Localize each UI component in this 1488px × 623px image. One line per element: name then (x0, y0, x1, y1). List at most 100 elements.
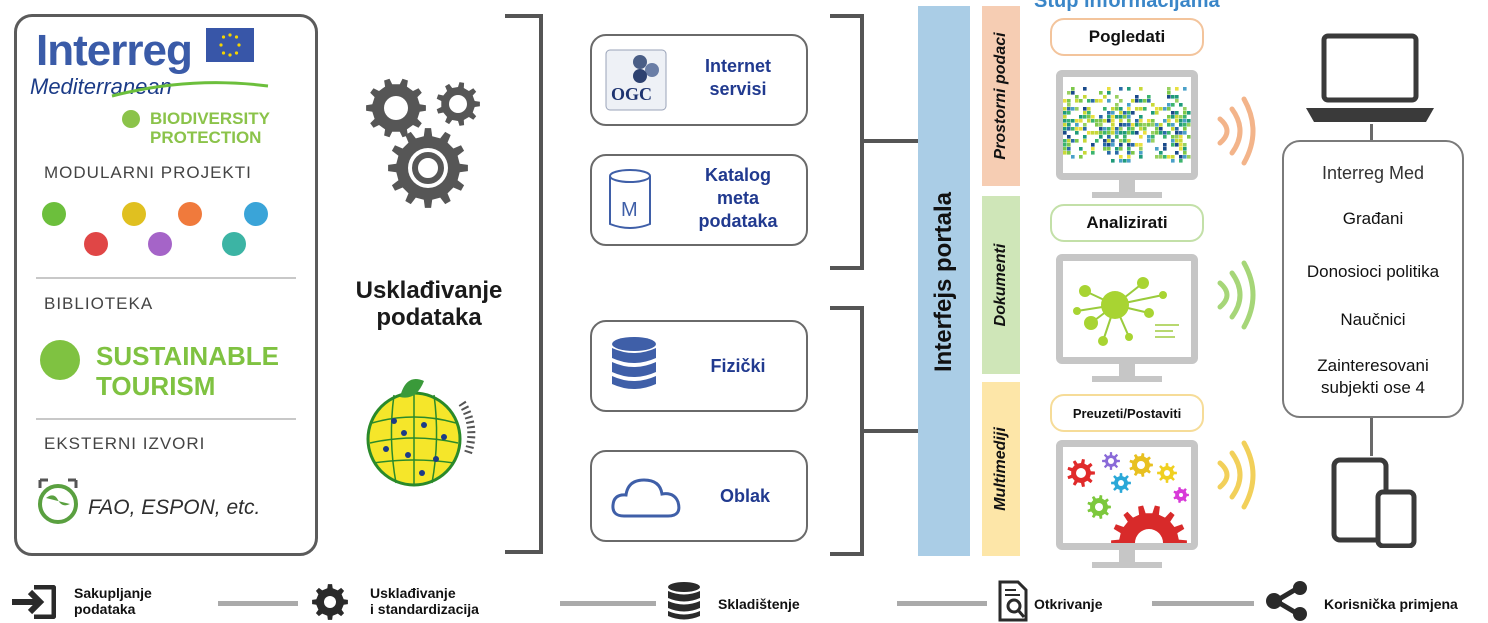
pixel (1123, 123, 1127, 127)
pixel (1175, 127, 1179, 131)
analyze-button[interactable]: Analizirati (1050, 204, 1204, 242)
document-network-image (1073, 277, 1179, 346)
pixel (1179, 159, 1183, 163)
gear-icon (312, 584, 348, 620)
pixel (1139, 99, 1143, 103)
pixel (1127, 143, 1131, 147)
document-search-icon (998, 580, 1028, 622)
database-icon (612, 337, 656, 389)
pixel (1163, 143, 1167, 147)
pixel (1099, 123, 1103, 127)
pixel (1175, 135, 1179, 139)
network-node (1144, 308, 1154, 318)
download-upload-button[interactable]: Preuzeti/Postaviti (1050, 394, 1204, 432)
pixel (1167, 123, 1171, 127)
pixel (1159, 123, 1163, 127)
multimedia-gears-image (1067, 452, 1189, 543)
laptop-icon (1306, 33, 1434, 122)
pixel (1111, 139, 1115, 143)
pixel (1159, 107, 1163, 111)
pixel (1167, 107, 1171, 111)
mediterranean-logo-text: Mediterranean (30, 74, 172, 99)
pixel (1179, 123, 1183, 127)
pixel (1151, 103, 1155, 107)
mediterranean-swoosh-icon (111, 81, 269, 98)
pixel (1091, 119, 1095, 123)
pixel (1123, 115, 1127, 119)
pixel (1139, 151, 1143, 155)
pixel (1171, 143, 1175, 147)
view-button[interactable]: Pogledati (1050, 18, 1204, 56)
pixel (1183, 143, 1187, 147)
gear-ring (412, 152, 444, 184)
ogc-icon-text: OGC (611, 84, 652, 104)
pixel (1135, 123, 1139, 127)
pixel (1119, 147, 1123, 151)
pixel (1103, 127, 1107, 131)
pixel (1115, 127, 1119, 131)
devices-icon (1331, 457, 1417, 548)
pixel (1187, 135, 1191, 139)
divider (36, 277, 296, 279)
pixel (1115, 147, 1119, 151)
user-stakeholders: Zainteresovani subjekti ose 4 (1317, 356, 1429, 397)
network-node (1073, 307, 1081, 315)
pixel (1103, 143, 1107, 147)
pixel (1119, 119, 1123, 123)
pixel (1147, 135, 1151, 139)
pixel (1091, 143, 1095, 147)
metadata-catalog-label: Katalog meta podataka (698, 165, 778, 231)
pixel (1119, 99, 1123, 103)
monitor-base (1092, 376, 1162, 382)
pixel (1151, 123, 1155, 127)
pixel (1071, 119, 1075, 123)
pixel (1103, 139, 1107, 143)
inspire-logo-icon (366, 379, 476, 487)
pixel (1179, 143, 1183, 147)
pixel (1087, 131, 1091, 135)
pixel (1163, 119, 1167, 123)
library-label: BIBLIOTEKA (44, 294, 154, 313)
pixel (1099, 91, 1103, 95)
signal-wave (1241, 440, 1256, 510)
pixel (1183, 155, 1187, 159)
pixel (1127, 155, 1131, 159)
pixel (1123, 135, 1127, 139)
process-connector (897, 601, 987, 606)
pixel (1147, 95, 1151, 99)
pixel (1063, 123, 1067, 127)
pixel (1127, 103, 1131, 107)
pixel (1175, 95, 1179, 99)
pixel (1107, 151, 1111, 155)
pixel (1171, 135, 1175, 139)
step-store-label: Skladištenje (718, 596, 800, 612)
pixel (1171, 95, 1175, 99)
pixel (1171, 127, 1175, 131)
pixel (1067, 103, 1071, 107)
pixel (1067, 91, 1071, 95)
pixel (1155, 147, 1159, 151)
category-documents (982, 196, 1020, 374)
harmonization-title: Usklađivanje podataka (355, 277, 503, 331)
pixel (1115, 135, 1119, 139)
pixel (1067, 143, 1071, 147)
pixel (1187, 111, 1191, 115)
pixel (1071, 139, 1075, 143)
project-icon (244, 202, 268, 226)
pixel (1079, 127, 1083, 131)
pixel (1159, 151, 1163, 155)
pixel (1175, 111, 1179, 115)
pixel (1139, 115, 1143, 119)
pixel (1075, 127, 1079, 131)
pixel (1099, 115, 1103, 119)
pixel (1159, 131, 1163, 135)
pixel (1127, 115, 1131, 119)
pixel (1127, 127, 1131, 131)
user-scientists: Naučnici (1340, 310, 1406, 329)
pixel (1071, 155, 1075, 159)
pixel (1107, 139, 1111, 143)
process-connector (218, 601, 298, 606)
pixel (1063, 151, 1067, 155)
category-multimedia (982, 382, 1020, 556)
pixel (1083, 87, 1087, 91)
